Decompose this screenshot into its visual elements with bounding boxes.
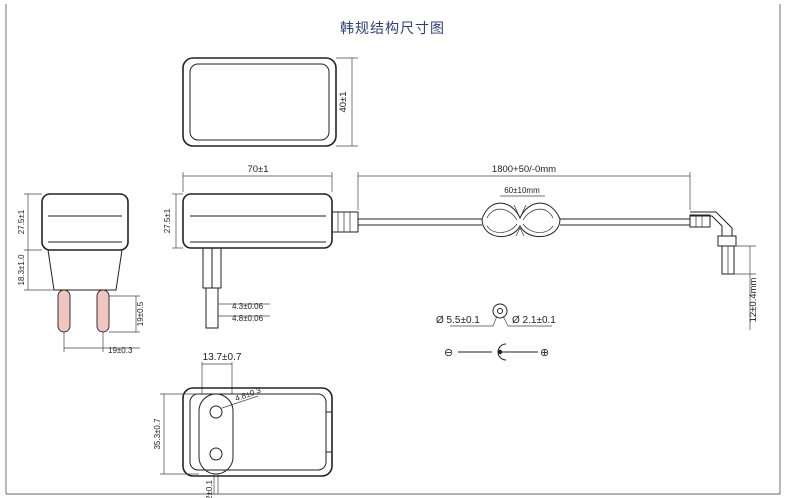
dc-length-label: 12±0.4mm xyxy=(748,278,759,323)
pin-d1-label: 4.3±0.06 xyxy=(232,302,264,311)
plus-icon: ⊕ xyxy=(540,347,549,359)
front-pin xyxy=(205,287,219,329)
face-height-label: 35.3±0.7 xyxy=(153,418,162,450)
top-height-label: 40±1 xyxy=(338,91,349,112)
pin-pitch-label: 19±0.3 xyxy=(108,346,133,355)
face-width-label: 13.7±0.7 xyxy=(203,352,242,363)
face-view: 13.7±0.7 4.8±0.3 35.3±0.7 2±0.1 xyxy=(153,352,333,498)
face-inner xyxy=(189,393,327,471)
dc-outer-circle xyxy=(492,303,508,319)
pin-length-label: 19±0.5 xyxy=(136,301,145,326)
face-small-label: 2±0.1 xyxy=(205,479,214,498)
side-plug-base xyxy=(47,249,123,291)
minus-icon: ⊖ xyxy=(444,347,453,359)
tie-label: 60±10mm xyxy=(504,186,540,195)
face-socket xyxy=(198,393,234,475)
polarity-dot xyxy=(497,349,503,355)
strain-relief xyxy=(331,211,359,233)
pin-d2-label: 4.8±0.06 xyxy=(232,314,264,323)
top-view-body xyxy=(182,57,337,147)
front-view: 70±1 27.5±1 4.3±0.06 4.8±0.06 xyxy=(163,164,759,330)
cable-tie xyxy=(481,202,561,238)
face-hole-bottom xyxy=(209,447,223,461)
dc-collar xyxy=(717,235,737,247)
dc-sleeve xyxy=(689,214,711,228)
side-height-label: 27.5±1 xyxy=(17,209,26,234)
cable-length-label: 1800+50/-0mm xyxy=(492,164,556,175)
face-body xyxy=(182,387,333,477)
page-title: 韩规结构尺寸图 xyxy=(340,20,445,36)
front-view-body xyxy=(182,193,333,249)
dc-outer-label: Ø 5.5±0.1 xyxy=(436,315,480,326)
polarity-diagram: ⊖ ⊕ xyxy=(444,343,549,361)
side-pin-right xyxy=(96,289,110,333)
dc-inner-label: Ø 2.1±0.1 xyxy=(512,315,556,326)
side-pin-left xyxy=(57,289,71,333)
dc-connector: Ø 5.5±0.1 Ø 2.1±0.1 xyxy=(436,303,556,327)
plug-height-label: 18.3±1.0 xyxy=(17,254,26,286)
dc-inner-circle xyxy=(497,308,503,314)
face-hole-top xyxy=(209,405,223,419)
width-label: 70±1 xyxy=(247,164,268,175)
front-height-label: 27.5±1 xyxy=(163,208,172,233)
top-view-inner xyxy=(189,63,330,141)
top-view: 40±1 xyxy=(182,57,358,147)
face-side-tab xyxy=(325,411,333,453)
side-view: 27.5±1 18.3±1.0 19±0.5 19±0.3 xyxy=(17,193,145,355)
